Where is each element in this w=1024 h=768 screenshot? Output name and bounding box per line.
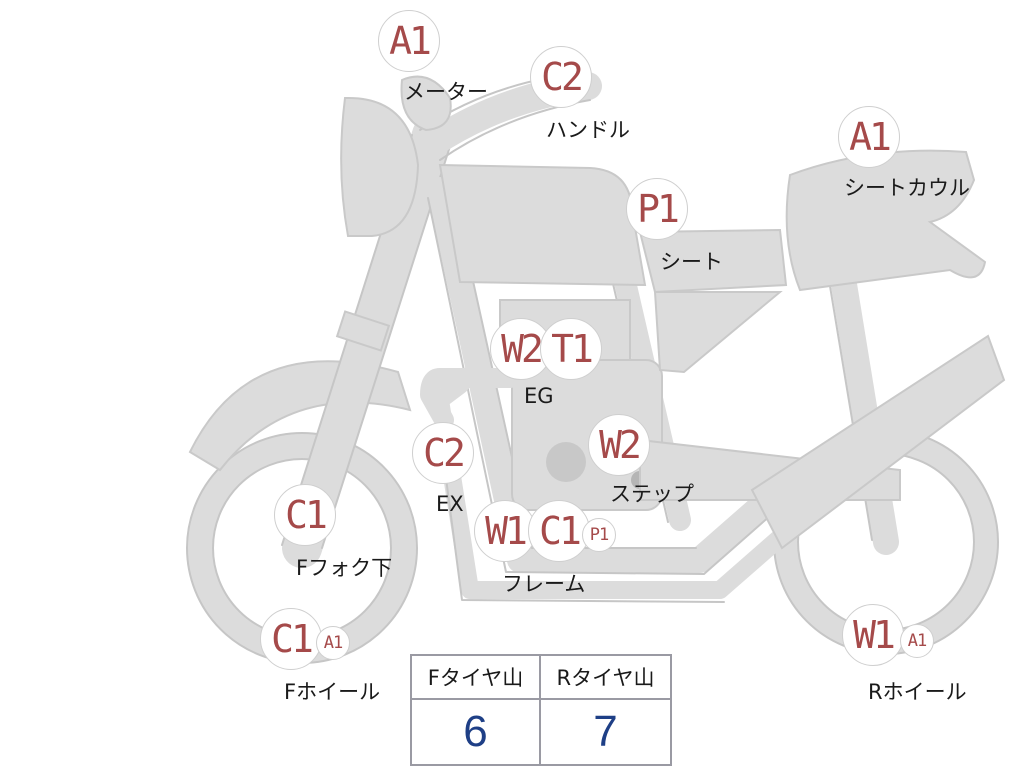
grade-badge-exhaust: C2 [412, 422, 474, 484]
rear-muffler [750, 334, 1006, 550]
label-front-fork-lower: Fフォク下 [296, 556, 393, 580]
side-cover [653, 291, 783, 374]
label-front-wheel: Fホイール [284, 680, 381, 704]
grade-badge-front-fork-lower: C1 [274, 484, 336, 546]
grade-badge-frame-3: P1 [582, 518, 616, 552]
label-exhaust: EX [436, 492, 464, 516]
rear-tire-header: Rタイヤ山 [541, 656, 670, 700]
grade-badge-handle: C2 [530, 46, 592, 108]
grade-badge-front-wheel-1: C1 [260, 608, 322, 670]
label-engine: EG [524, 384, 554, 408]
grade-badge-rear-wheel-2: A1 [900, 624, 934, 658]
grade-badge-seat: P1 [626, 178, 688, 240]
grade-badge-front-wheel-2: A1 [316, 626, 350, 660]
tire-tread-table: Fタイヤ山 Rタイヤ山 6 7 [410, 654, 672, 766]
grade-badge-frame-1: W1 [474, 500, 536, 562]
label-step: ステップ [610, 482, 694, 506]
label-seat: シート [660, 250, 723, 274]
grade-badge-engine-2: T1 [540, 318, 602, 380]
fuel-tank [438, 163, 647, 287]
label-meter: メーター [404, 80, 488, 104]
meter [400, 75, 452, 132]
front-tire-header: Fタイヤ山 [412, 656, 541, 700]
grade-badge-step: W2 [588, 414, 650, 476]
grade-badge-rear-wheel-1: W1 [842, 604, 904, 666]
exhaust-pipe [420, 368, 520, 430]
headlight [340, 96, 420, 237]
front-tire-value: 6 [412, 700, 541, 764]
grade-badge-frame-2: C1 [528, 500, 590, 562]
rear-tire-value: 7 [593, 707, 618, 756]
label-rear-wheel: Rホイール [868, 680, 967, 704]
label-frame: フレーム [502, 572, 586, 596]
grade-badge-seat-cowl: A1 [838, 106, 900, 168]
seat [638, 228, 788, 294]
label-handle: ハンドル [546, 118, 630, 142]
label-seat-cowl: シートカウル [844, 176, 970, 200]
grade-badge-meter: A1 [378, 10, 440, 72]
